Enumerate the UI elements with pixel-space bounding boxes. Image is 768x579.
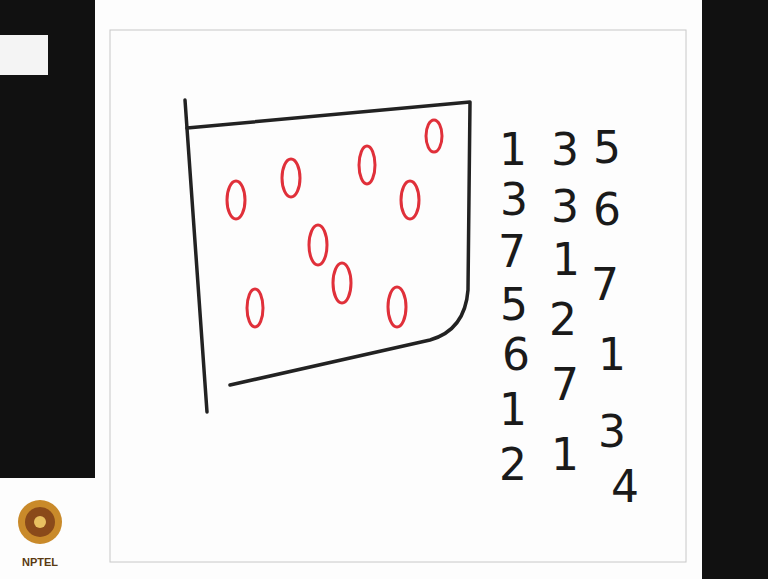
number-entry: 2 [549,298,577,342]
container-left-wall [185,100,207,412]
ball [333,263,351,303]
number-entry: 3 [551,185,579,229]
watermark: NPTEL [22,556,58,568]
number-entry: 1 [499,128,527,172]
number-entry: 6 [502,333,530,377]
whiteboard [95,0,702,579]
number-entry: 2 [499,443,527,487]
number-entry: 7 [498,230,526,274]
page-border [110,30,686,562]
ball [426,120,442,152]
balls [227,120,442,327]
number-entry: 1 [598,333,626,377]
number-entry: 1 [552,238,580,282]
ball [309,225,327,265]
ball [401,181,419,219]
container-outline [185,100,470,412]
logo-ground [0,478,95,579]
number-entry: 1 [499,388,527,432]
number-entry: 3 [551,128,579,172]
ball [247,289,263,327]
number-entry: 1 [551,433,579,477]
logo-ring [18,500,62,544]
number-entry: 7 [591,263,619,307]
number-entry: 3 [598,410,626,454]
ball [388,287,406,327]
number-entry: 4 [611,465,639,509]
logo-core [25,507,55,537]
number-entry: 3 [500,178,528,222]
number-entry: 7 [551,363,579,407]
logo-emblem [18,500,62,544]
corner-patch [0,35,48,75]
ball [227,181,245,219]
ball [359,146,375,184]
number-entry: 5 [593,126,621,170]
number-entry: 6 [593,188,621,232]
number-entry: 5 [500,283,528,327]
ball [282,159,300,197]
container-wall [187,102,470,385]
logo-center [34,516,46,528]
